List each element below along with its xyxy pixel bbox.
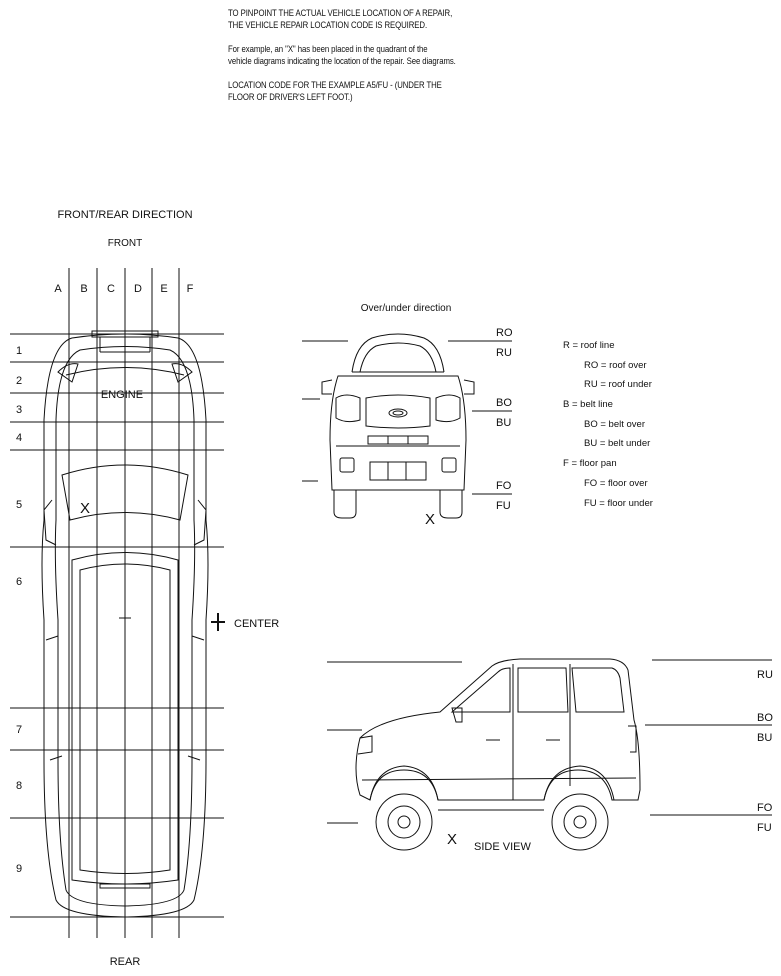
side-label-fo: FO xyxy=(757,802,773,814)
top-view-grid-columns xyxy=(68,268,180,938)
front-label-fu: FU xyxy=(496,500,511,512)
instruction-paragraph-3: LOCATION CODE FOR THE EXAMPLE A5/FU - (U… xyxy=(228,80,442,103)
top-view-title: FRONT/REAR DIRECTION xyxy=(57,209,192,221)
front-view-vehicle xyxy=(321,333,475,519)
legend-line-ru: RU = roof under xyxy=(584,379,652,390)
front-label-bo: BO xyxy=(496,397,512,409)
row-label-2: 2 xyxy=(16,375,22,387)
side-label-bo: BO xyxy=(757,712,773,724)
side-label-fu: FU xyxy=(757,822,772,834)
row-label-5: 5 xyxy=(16,499,22,511)
rear-label: REAR xyxy=(110,956,141,968)
side-view-vehicle xyxy=(355,658,641,851)
side-label-bu: BU xyxy=(757,732,772,744)
legend-line-bo: BO = belt over xyxy=(584,419,645,430)
front-label-bu: BU xyxy=(496,417,511,429)
row-label-4: 4 xyxy=(16,432,22,444)
side-view-caption: SIDE VIEW xyxy=(474,841,531,853)
legend-line-fo: FO = floor over xyxy=(584,478,648,489)
side-view-guides xyxy=(327,659,772,824)
front-label-fo: FO xyxy=(496,480,512,492)
row-label-9: 9 xyxy=(16,863,22,875)
row-label-7: 7 xyxy=(16,724,22,736)
column-label-f: F xyxy=(187,283,194,295)
front-label-ro: RO xyxy=(496,327,513,339)
row-label-8: 8 xyxy=(16,780,22,792)
side-label-ru: RU xyxy=(757,669,773,681)
column-label-d: D xyxy=(134,283,142,295)
row-label-6: 6 xyxy=(16,576,22,588)
front-view-repair-mark: X xyxy=(425,511,435,528)
front-label-ru: RU xyxy=(496,347,512,359)
center-marker-icon xyxy=(211,613,225,631)
legend-line-bu: BU = belt under xyxy=(584,438,650,449)
front-view-title: Over/under direction xyxy=(361,303,452,314)
instructions: TO PINPOINT THE ACTUAL VEHICLE LOCATION … xyxy=(228,8,474,116)
front-label: FRONT xyxy=(108,238,142,249)
column-label-e: E xyxy=(160,283,167,295)
legend: R = roof line RO = roof over RU = roof u… xyxy=(563,340,653,509)
row-label-1: 1 xyxy=(16,345,22,357)
legend-line-fu: FU = floor under xyxy=(584,498,653,509)
legend-line-ro: RO = roof over xyxy=(584,360,647,371)
engine-label: ENGINE xyxy=(101,389,143,401)
legend-line-f: F = floor pan xyxy=(563,458,617,469)
legend-line-b: B = belt line xyxy=(563,399,613,410)
top-view-repair-mark: X xyxy=(80,500,90,517)
column-label-b: B xyxy=(80,283,87,295)
instruction-paragraph-1: TO PINPOINT THE ACTUAL VEHICLE LOCATION … xyxy=(228,8,453,31)
legend-line-r: R = roof line xyxy=(563,340,615,351)
column-label-c: C xyxy=(107,283,115,295)
instruction-paragraph-2: For example, an "X" has been placed in t… xyxy=(228,44,456,67)
side-view-repair-mark: X xyxy=(447,831,457,848)
column-label-a: A xyxy=(54,283,62,295)
front-view-guides xyxy=(302,340,512,495)
top-view-grid-rows xyxy=(10,333,224,918)
center-label: CENTER xyxy=(234,618,279,630)
row-label-3: 3 xyxy=(16,404,22,416)
